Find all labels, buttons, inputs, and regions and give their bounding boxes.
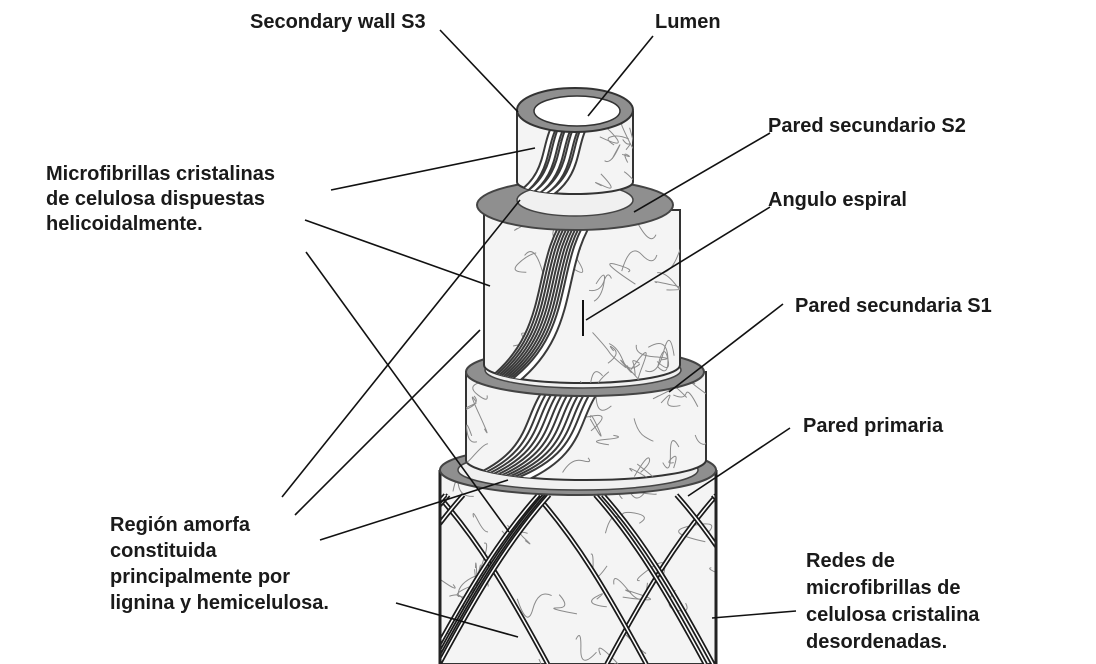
label-region-amorfa-line-3: principalmente por (110, 564, 329, 590)
label-pared-s2: Pared secundario S2 (768, 114, 966, 139)
label-microfibrillas-line-2: de celulosa dispuestas (46, 187, 275, 212)
leader-microfibrillas-2 (305, 220, 490, 286)
label-redes-line-3: celulosa cristalina (806, 602, 979, 629)
label-region-amorfa: Región amorfa constituida principalmente… (110, 512, 329, 616)
label-redes-line-1: Redes de (806, 548, 979, 575)
label-angulo-espiral: Angulo espiral (768, 188, 907, 213)
lumen-opening (534, 96, 620, 126)
leader-pared-s1 (669, 304, 783, 392)
leader-pared-s2 (634, 133, 770, 212)
network-fibril (338, 495, 448, 664)
leader-secondary-wall-s3 (440, 30, 518, 112)
label-secondary-wall-s3: Secondary wall S3 (250, 10, 426, 35)
label-microfibrillas-line-1: Microfibrillas cristalinas (46, 162, 275, 187)
label-redes-line-4: desordenadas. (806, 629, 979, 656)
network-fibril (335, 495, 445, 664)
s2-layer-section (477, 180, 683, 398)
label-region-amorfa-line-1: Región amorfa (110, 512, 329, 538)
label-microfibrillas-line-3: helicoidalmente. (46, 212, 275, 237)
s3-layer-section (515, 88, 645, 200)
leader-redes (712, 611, 796, 618)
label-redes-line-2: microfibrillas de (806, 575, 979, 602)
leader-microfibrillas-1 (331, 148, 535, 190)
label-redes: Redes de microfibrillas de celulosa cris… (806, 548, 979, 656)
network-fibril-core (338, 495, 448, 664)
label-pared-s1: Pared secundaria S1 (795, 294, 992, 319)
network-fibril-core (335, 495, 445, 664)
label-region-amorfa-line-4: lignina y hemicelulosa. (110, 590, 329, 616)
label-lumen: Lumen (655, 10, 721, 35)
label-region-amorfa-line-2: constituida (110, 538, 329, 564)
label-microfibrillas: Microfibrillas cristalinas de celulosa d… (46, 162, 275, 237)
label-pared-primaria: Pared primaria (803, 414, 943, 439)
